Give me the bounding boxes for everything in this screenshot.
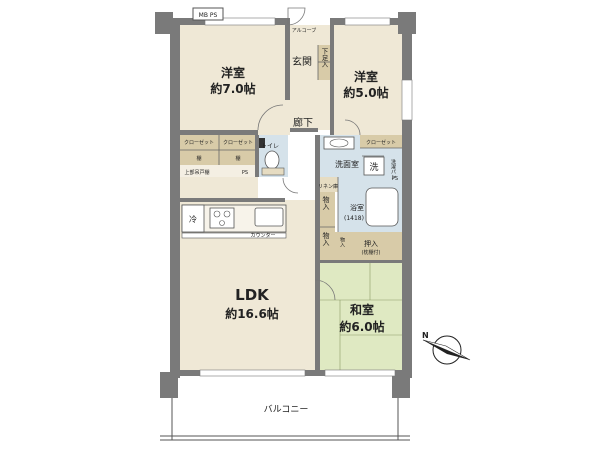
tatami-area [318,262,402,370]
closet-2-label: クローゼット [223,139,253,146]
upper-cabinet-block [180,165,258,177]
washer-storage-label: 物入 [339,236,345,247]
hallway-label: 廊下 [293,116,313,129]
room-size-ldk: 約16.6帖 [225,306,279,321]
burner [223,210,231,218]
svg-text:N: N [422,331,429,340]
counter-bar [181,232,287,239]
storage-1-label: 物入 [322,195,330,210]
room-name-western-1: 洋室 [221,65,245,80]
shelf-2-label: 棚 [235,155,240,162]
shoe-closet-label: 下足入 [320,48,328,68]
wash-basin [323,136,355,150]
wash-label: 洗 [369,161,378,173]
balcony-label: バルコニー [264,404,309,415]
toilet-control [259,138,265,148]
toilet-label: トイレ [261,143,279,150]
western-room-1-area [180,25,290,135]
linen-block [318,177,338,192]
bathtub [365,187,399,227]
toilet-bowl [264,150,280,170]
windows [199,17,413,377]
toilet-tank [261,167,285,176]
balcony-rail [160,398,410,441]
shelf-1-label: 棚 [196,155,201,162]
closet-1-label: クローゼット [184,139,214,146]
storage-2-label: 物入 [322,231,330,246]
fridge-space [181,204,205,233]
burner [219,220,225,226]
ps-label-1: PS [242,170,248,176]
room-size-western-2: 約5.0帖 [343,85,388,100]
room-size-japanese: 約6.0帖 [339,319,384,334]
basin-bowl [329,138,349,148]
entrance-label: 玄関 [292,55,312,68]
upper-cabinet-label: 上部吊戸棚 [184,169,209,176]
linen-label: リネン庫 [318,183,338,190]
interior-lines [180,45,402,232]
alcove-label: アルコーブ [292,27,317,34]
mbps-label: MB PS [199,12,218,19]
fridge-label: 冷 [189,214,197,224]
closet-3-label: クローゼット [366,139,396,146]
washer-pan [363,156,385,176]
western-room-2-area [330,25,402,135]
room-name-western-2: 洋室 [354,69,378,84]
oshiire-block [335,232,402,262]
mbps-box [192,7,224,21]
counter-label: カウンター [250,232,275,239]
closet-3-block [360,135,402,148]
bath-label: 浴室 [350,203,364,212]
room-size-western-1: 約7.0帖 [210,81,255,96]
shoe-closet [318,45,330,80]
room-name-ldk: LDK [235,286,270,304]
oshiire-label: 押入 [364,239,378,248]
washroom-label: 洗面室 [335,159,359,169]
storage-2-block [318,227,335,262]
door-swings [257,7,361,301]
stove [209,207,235,229]
washer-pan-label: 洗濯パン [390,158,396,179]
kitchen-sink [254,207,284,227]
storage-1-block [318,192,335,227]
burner [213,210,221,218]
room-name-japanese: 和室 [349,302,374,317]
tatami-lines [318,262,402,370]
oshiire-note: (枕棚付) [362,249,381,256]
compass-icon: N [422,331,471,365]
bath-size: (1418) [344,215,364,222]
ps-label-2: PS [392,176,398,182]
